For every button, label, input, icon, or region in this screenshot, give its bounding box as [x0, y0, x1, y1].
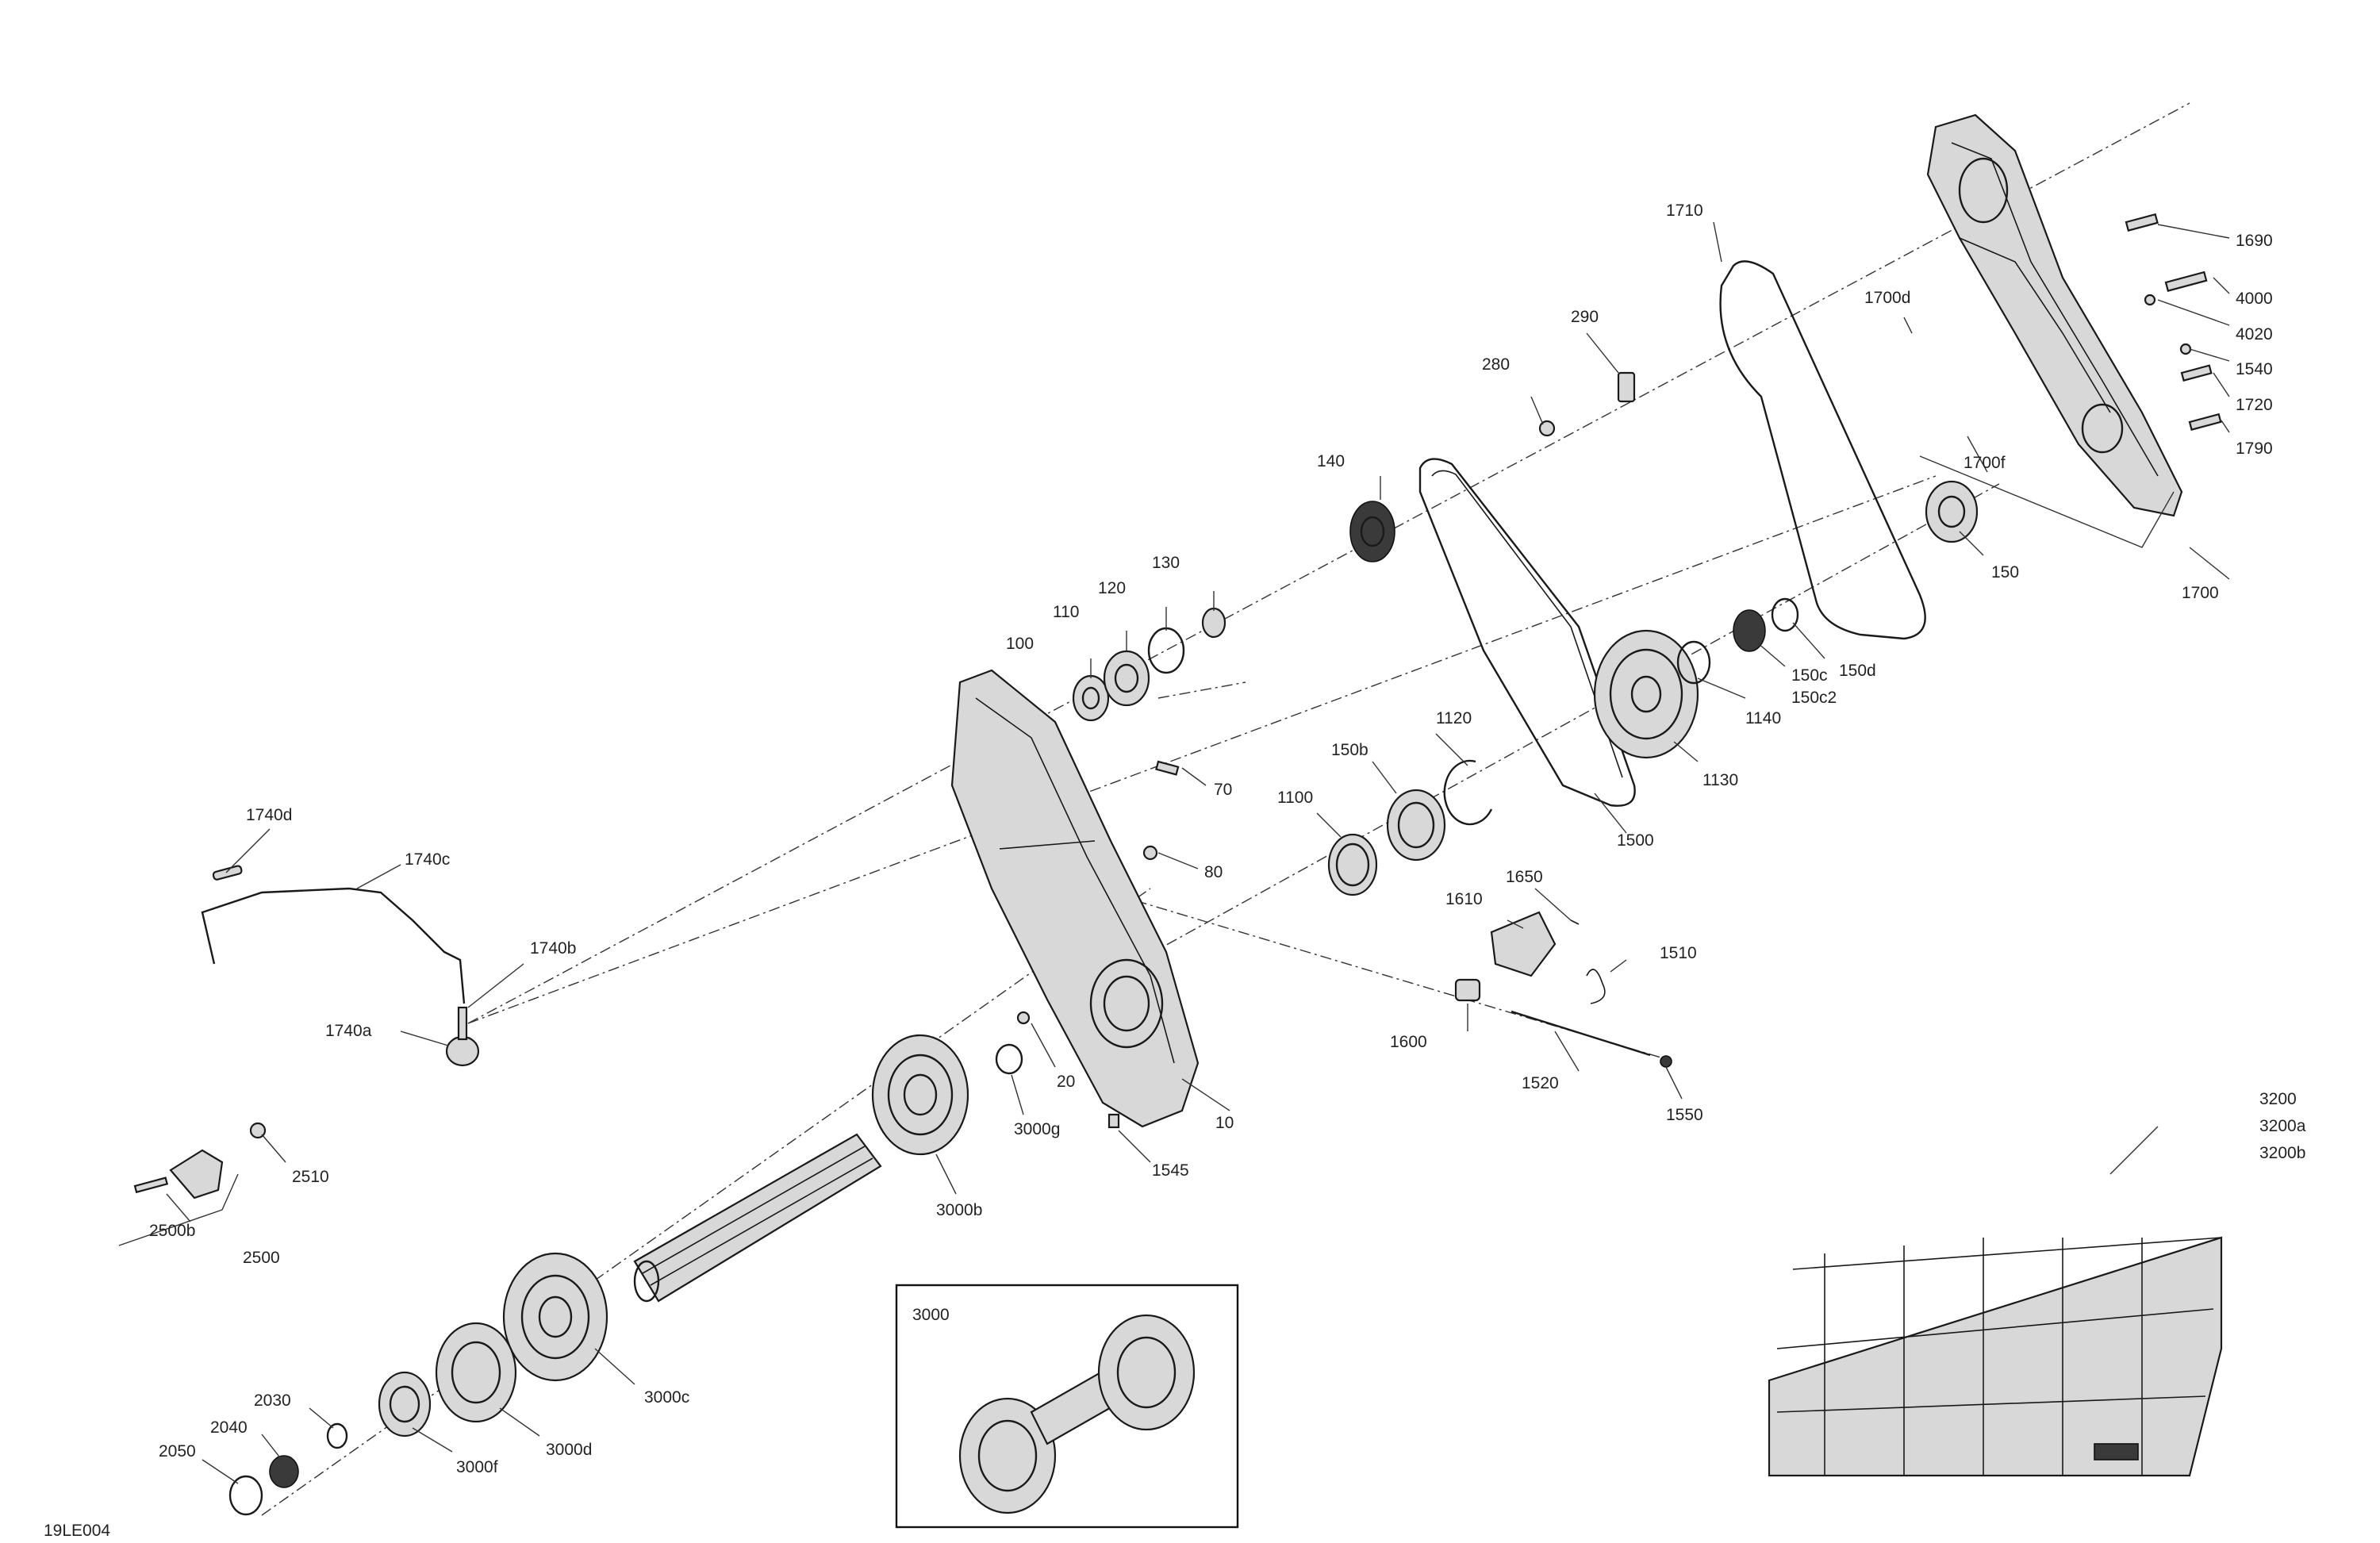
callout-130: 130: [1152, 554, 1180, 572]
callout-1600: 1600: [1390, 1033, 1427, 1051]
callout-2040: 2040: [210, 1418, 248, 1437]
callout-1130: 1130: [1702, 771, 1738, 789]
sensor-harness-1740: [201, 865, 480, 1067]
chain-1710: [1719, 260, 1926, 640]
callout-2030: 2030: [254, 1391, 291, 1410]
callout-1650: 1650: [1506, 868, 1543, 886]
callout-1740b: 1740b: [530, 939, 576, 958]
tensioner-assembly: [1454, 911, 1672, 1068]
callout-20: 20: [1057, 1073, 1075, 1091]
end-parts: [228, 1422, 348, 1516]
sprocket-3000c: [502, 1252, 608, 1382]
callout-1790: 1790: [2236, 439, 2273, 458]
callout-70: 70: [1214, 781, 1232, 799]
callout-3000g: 3000g: [1014, 1120, 1060, 1138]
inset-assembly-3000: [895, 1284, 1239, 1529]
leader-lines: [118, 221, 2230, 1484]
callout-1550: 1550: [1666, 1106, 1703, 1124]
drive-chain-inner: [1431, 470, 1623, 778]
callout-120: 120: [1098, 579, 1126, 597]
callout-1520: 1520: [1522, 1074, 1559, 1092]
bolts-1690-1790: [2125, 213, 2222, 432]
figure-code: 19LE004: [44, 1522, 110, 1540]
callout-1140: 1140: [1745, 709, 1781, 727]
callout-140: 140: [1317, 452, 1345, 470]
chaincase-housing-10: [950, 669, 1200, 1128]
callout-10: 10: [1215, 1114, 1234, 1132]
callout-4000: 4000: [2236, 290, 2273, 308]
callout-80: 80: [1204, 863, 1223, 881]
callout-150c: 150c: [1791, 666, 1828, 685]
callout-150d: 150d: [1839, 662, 1876, 680]
rings-right: [1676, 480, 1979, 685]
callout-290: 290: [1571, 308, 1599, 326]
drive-chain-1500: [1418, 458, 1636, 807]
callout-1690: 1690: [2236, 232, 2273, 250]
callout-1545: 1545: [1152, 1161, 1189, 1180]
callout-1740a: 1740a: [325, 1022, 372, 1040]
callout-1540: 1540: [2236, 360, 2273, 378]
callout-3200b: 3200b: [2259, 1144, 2305, 1162]
callout-150c2: 150c2: [1791, 689, 1837, 707]
callout-2050: 2050: [159, 1442, 196, 1460]
chaincase-cover-1700: [1926, 113, 2183, 517]
callout-3000b: 3000b: [936, 1201, 982, 1219]
callout-1610: 1610: [1445, 890, 1483, 908]
callout-3000f: 3000f: [456, 1458, 498, 1476]
callout-150b: 150b: [1331, 741, 1368, 759]
callout-150: 150: [1991, 563, 2019, 582]
callout-3000d: 3000d: [546, 1441, 592, 1459]
bearings-upper: [1072, 371, 1636, 722]
sprocket-3000b: [871, 1034, 969, 1156]
callout-1720: 1720: [2236, 396, 2273, 414]
inset-label: 3000: [912, 1306, 950, 1324]
bearings-lower: [1327, 759, 1493, 896]
callout-1710: 1710: [1666, 202, 1703, 220]
sprocket-1130: [1593, 629, 1699, 759]
track-3200: [1768, 1236, 2223, 1477]
callout-100: 100: [1006, 635, 1034, 653]
callout-1510: 1510: [1660, 944, 1697, 962]
bracket-2500: [133, 1122, 267, 1199]
callout-2510: 2510: [292, 1168, 329, 1186]
callout-1700: 1700: [2182, 584, 2219, 602]
callout-1500: 1500: [1617, 831, 1654, 850]
callout-1740c: 1740c: [405, 850, 450, 869]
callout-1740d: 1740d: [246, 806, 292, 824]
callout-3200: 3200: [2259, 1090, 2297, 1108]
callout-2500b: 2500b: [149, 1222, 195, 1240]
callout-3000c: 3000c: [644, 1388, 689, 1407]
callout-2500: 2500: [243, 1249, 280, 1267]
callout-labels: 1690 4000 4020 1540 1720 1790 1710 1700d…: [44, 202, 2306, 1540]
callout-280: 280: [1482, 355, 1510, 374]
callout-3200a: 3200a: [2259, 1117, 2306, 1135]
small-bolts: [995, 760, 1180, 1129]
callout-1700f: 1700f: [1964, 454, 2006, 472]
callout-4020: 4020: [2236, 325, 2273, 344]
callout-1100: 1100: [1277, 789, 1313, 807]
callout-1120: 1120: [1436, 709, 1472, 727]
callout-1700d: 1700d: [1864, 289, 1910, 307]
drive-shaft: [633, 1133, 882, 1303]
callout-110: 110: [1053, 603, 1079, 621]
hub-3000d: [378, 1322, 517, 1437]
